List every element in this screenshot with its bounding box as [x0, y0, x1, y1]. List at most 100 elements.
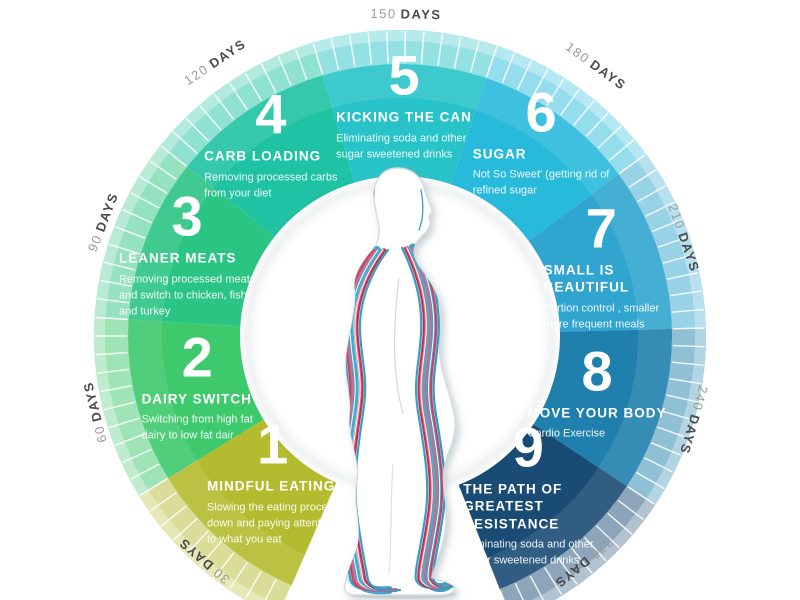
- segment-5-outer-sheen: [322, 64, 487, 111]
- tick-mark: [469, 41, 480, 73]
- segment-8-outer-sheen: [598, 328, 673, 487]
- tick-band-rim: [94, 145, 170, 318]
- segment-title: SMALL IS BEAUTIFUL: [543, 262, 630, 295]
- segment-description: Cardio Exercise: [527, 427, 606, 440]
- tick-mark: [130, 192, 160, 209]
- tick-mark: [404, 31, 407, 64]
- segment-9-wedge: [458, 424, 627, 590]
- days-value: 210: [664, 202, 688, 232]
- tick-mark: [160, 145, 187, 167]
- segment-7-outer-sheen: [591, 174, 672, 330]
- days-word: DAYS: [677, 413, 703, 457]
- tick-mark: [671, 308, 704, 313]
- tick-mark: [657, 426, 688, 439]
- segment-description: Removing processed carbs from your diet: [204, 171, 338, 200]
- tick-mark: [330, 38, 340, 71]
- segment-number: 1: [257, 412, 289, 476]
- days-value: 30: [209, 564, 233, 588]
- tick-mark: [139, 176, 168, 194]
- tick-mark: [669, 378, 702, 385]
- tick-mark: [671, 361, 704, 366]
- segment-title: KICKING THE CAN: [336, 109, 472, 125]
- tick-mark: [529, 575, 545, 600]
- tick-mark: [571, 547, 593, 574]
- tick-mark: [228, 82, 248, 111]
- segment-9-outer-sheen: [487, 467, 627, 590]
- tick-band-lightener: [499, 486, 656, 600]
- days-label-60: 60DAYS: [81, 380, 111, 444]
- tick-mark: [185, 530, 210, 555]
- tick-mark: [662, 410, 694, 421]
- days-value: 90: [84, 232, 106, 254]
- segment-8-wedge: [533, 328, 673, 487]
- arm-line: [393, 277, 404, 415]
- segment-title: CARB LOADING: [204, 148, 322, 164]
- leg-separation-line: [388, 463, 394, 575]
- tick-mark: [546, 78, 565, 107]
- tick-mark: [213, 93, 235, 120]
- tick-mark: [573, 100, 595, 126]
- segment-title: DAIRY SWITCH: [141, 390, 252, 406]
- tick-band-rim: [139, 490, 269, 600]
- tick-mark: [672, 327, 705, 330]
- tick-mark: [139, 478, 168, 496]
- tick-band-lightener: [93, 317, 169, 496]
- segment-description: Slowing the eating process down and payi…: [206, 501, 339, 546]
- segment-description: Removing processed meats and switch to c…: [118, 273, 256, 318]
- tick-band-rim: [637, 153, 706, 329]
- tick-mark: [103, 261, 136, 271]
- days-word: DAYS: [674, 230, 703, 275]
- tick-mark: [172, 518, 198, 541]
- tick-mark: [103, 401, 136, 411]
- tick-mark: [95, 316, 128, 321]
- tick-band-rim: [313, 29, 498, 57]
- tick-mark: [619, 154, 646, 175]
- tick-mark: [501, 52, 515, 84]
- tick-mark: [608, 139, 635, 162]
- segment-2-wedge: [128, 319, 264, 479]
- tick-mark: [97, 368, 130, 374]
- tick-mark: [149, 492, 177, 512]
- days-value: 240: [689, 384, 712, 414]
- segment-description: Eliminating soda and other sugar sweeten…: [336, 131, 467, 160]
- days-label-210: 210DAYS: [665, 202, 702, 274]
- segment-number: 8: [581, 338, 613, 402]
- days-label-90: 90DAYS: [85, 190, 121, 254]
- days-label-120: 120DAYS: [182, 36, 249, 88]
- tick-band-rim: [493, 45, 646, 161]
- segment-number: 5: [388, 43, 420, 107]
- human-body-illustration: [343, 167, 457, 599]
- tick-mark: [99, 385, 132, 393]
- tick-mark: [597, 125, 622, 149]
- segment-number: 4: [255, 82, 287, 146]
- days-value: 180: [563, 38, 594, 67]
- tick-mark: [99, 279, 132, 287]
- segment-3-outer-sheen: [128, 166, 214, 322]
- segment-description: Not So Sweet' (getting rid of refined su…: [472, 168, 610, 197]
- days-value: 120: [181, 61, 212, 89]
- tick-mark: [669, 290, 702, 297]
- days-word: DAYS: [400, 6, 442, 23]
- tick-mark: [130, 463, 160, 480]
- segment-7-wedge: [528, 174, 672, 332]
- tick-mark: [672, 344, 705, 348]
- tick-mark: [651, 218, 683, 233]
- segment-4-outer-sheen: [187, 75, 333, 188]
- tick-mark: [160, 505, 187, 527]
- segment-number: 6: [525, 80, 557, 144]
- tick-mark: [499, 589, 505, 600]
- segment-description: Switching from high fat dairy to low fat…: [141, 413, 253, 442]
- tick-mark: [585, 112, 609, 137]
- tick-mark: [559, 88, 580, 116]
- tick-mark: [583, 536, 607, 562]
- tick-mark: [595, 525, 620, 549]
- tick-mark: [485, 46, 498, 78]
- segment-description: Eliminating soda and other sugar sweeten…: [463, 538, 594, 567]
